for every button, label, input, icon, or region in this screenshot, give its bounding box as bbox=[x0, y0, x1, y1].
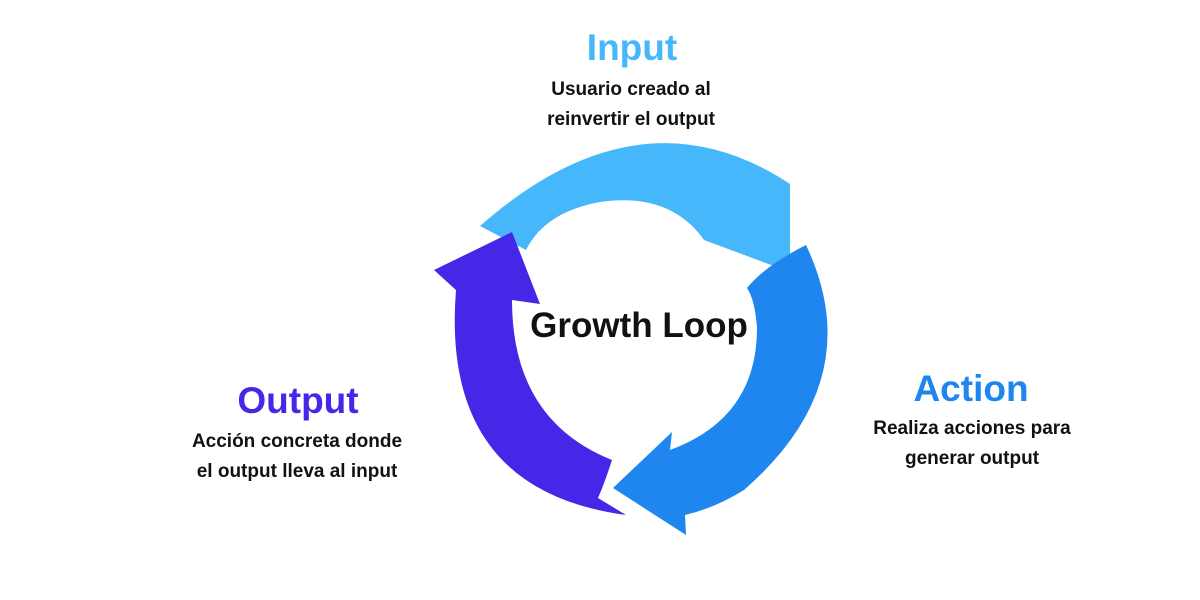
output-description-line-1: Acción concreta donde bbox=[191, 431, 403, 452]
center-label: Growth Loop bbox=[530, 306, 748, 345]
output-description-line-2: el output lleva al input bbox=[196, 461, 398, 482]
output-title: Output bbox=[237, 380, 359, 421]
action-title: Action bbox=[913, 368, 1029, 409]
input-description-line-1: Usuario creado al bbox=[551, 79, 711, 100]
input-arrow bbox=[480, 143, 790, 272]
action-description-line-1: Realiza acciones para bbox=[873, 418, 1071, 439]
output-arrow bbox=[434, 232, 626, 515]
input-description-line-2: reinvertir el output bbox=[547, 109, 715, 130]
action-arrow bbox=[613, 245, 828, 535]
output-description: Acción concreta donde el output lleva al… bbox=[192, 427, 402, 487]
action-description-line-2: generar output bbox=[904, 448, 1040, 469]
input-title: Input bbox=[586, 27, 678, 68]
input-description: Usuario creado al reinvertir el output bbox=[547, 75, 715, 135]
action-description: Realiza acciones para generar output bbox=[873, 414, 1071, 474]
